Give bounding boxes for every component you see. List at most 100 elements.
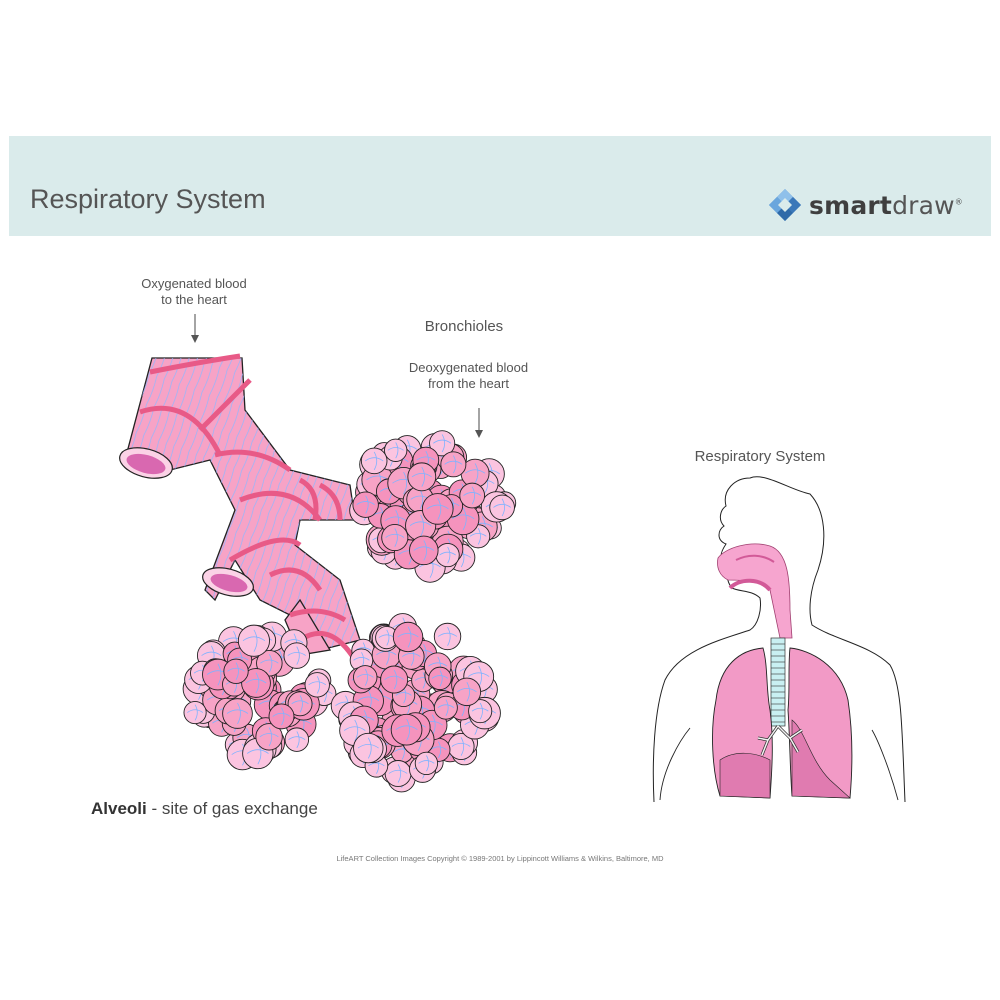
alveoli-cluster-lower-right xyxy=(330,613,501,793)
alveolus xyxy=(440,451,467,478)
capillary xyxy=(413,540,435,561)
capillary xyxy=(227,662,245,681)
body-outline xyxy=(652,476,906,803)
alveolus xyxy=(304,672,330,698)
capillary xyxy=(439,546,456,564)
alveolus xyxy=(421,493,454,525)
alveolus xyxy=(433,695,458,720)
capillary xyxy=(418,755,435,772)
capillary xyxy=(456,681,477,702)
bronchioles-label: Bronchioles xyxy=(424,318,504,335)
capillary xyxy=(287,646,306,665)
smartdraw-logo: smartdraw® xyxy=(768,187,963,223)
alveolus xyxy=(284,727,310,752)
capillary xyxy=(433,434,452,453)
capillary xyxy=(395,718,418,741)
alveolus xyxy=(268,703,295,730)
capillary xyxy=(467,665,490,688)
alveolus xyxy=(384,438,408,462)
capillary xyxy=(356,668,374,686)
right-lung-lower-lobe xyxy=(791,719,851,799)
capillary xyxy=(438,627,458,646)
capillary xyxy=(469,527,487,545)
capillary xyxy=(385,528,405,547)
trachea xyxy=(770,637,786,727)
arm-outline-right xyxy=(871,729,899,801)
alveolus xyxy=(452,677,482,707)
capillary xyxy=(444,455,463,474)
capillary xyxy=(397,626,419,648)
page-title: Respiratory System xyxy=(30,184,266,214)
capillary xyxy=(409,514,432,537)
capillary xyxy=(451,507,475,531)
capillary xyxy=(465,463,486,484)
arm-outline-left xyxy=(659,727,691,801)
capillary xyxy=(384,669,404,690)
turbinate xyxy=(735,554,775,563)
capillary xyxy=(463,486,482,505)
figure-title-label: Respiratory System xyxy=(694,448,826,465)
capillary xyxy=(388,764,408,783)
alveolus xyxy=(256,649,283,677)
capillary xyxy=(437,699,455,716)
alveolus xyxy=(223,658,249,684)
alveolus xyxy=(222,698,253,729)
capillary xyxy=(387,442,404,459)
deoxygenated-blood-label: Deoxygenated blood from the heart xyxy=(408,360,529,391)
capillary xyxy=(187,704,204,721)
capillary xyxy=(493,498,511,517)
alveolus xyxy=(468,699,493,724)
alveolus xyxy=(381,523,409,552)
left-lung-lower-lobe xyxy=(719,752,771,799)
capillary xyxy=(430,741,447,759)
copyright-notice: LifeART Collection Images Copyright © 19… xyxy=(336,854,664,863)
trachea-rings xyxy=(771,643,785,723)
palate xyxy=(728,578,772,592)
header-band: Respiratory System smartdraw® xyxy=(9,136,991,236)
capillary xyxy=(260,654,279,673)
bronchiole-lumen xyxy=(126,453,166,475)
alveolus xyxy=(390,713,423,746)
capillary xyxy=(364,451,384,471)
alveolus xyxy=(183,700,207,725)
alveolus xyxy=(241,668,271,698)
down-arrow-icon xyxy=(191,314,199,343)
alveolus xyxy=(255,723,283,751)
capillary xyxy=(357,737,379,759)
oxygenated-blood-label: Oxygenated blood to the heart xyxy=(141,276,247,307)
capillary xyxy=(259,727,279,747)
capillary xyxy=(242,629,266,652)
alveolus xyxy=(392,621,424,653)
capillary xyxy=(245,672,267,694)
alveolus xyxy=(459,482,486,509)
alveoli-cluster-lower-left xyxy=(182,621,337,771)
alveoli-caption: Alveoli - site of gas exchange xyxy=(91,799,318,818)
alveolus xyxy=(428,666,452,691)
capillary xyxy=(291,695,309,713)
smartdraw-diamond-icon xyxy=(768,189,801,221)
capillary xyxy=(226,702,249,725)
capillary xyxy=(426,497,449,520)
capillary xyxy=(431,670,449,687)
bronchiole-lumen xyxy=(210,573,248,593)
capillary xyxy=(343,719,366,742)
capillary xyxy=(272,707,291,726)
capillary xyxy=(308,676,327,694)
alveoli-cluster-upper xyxy=(349,430,517,583)
alveolus xyxy=(414,751,439,775)
capillary xyxy=(288,731,306,749)
alveolus xyxy=(429,430,456,457)
alveolus xyxy=(237,624,270,657)
alveolus xyxy=(283,642,310,669)
alveolus xyxy=(409,535,439,566)
logo-text: smartdraw® xyxy=(808,190,963,220)
capillary xyxy=(451,737,471,756)
capillary xyxy=(356,495,375,514)
alveolus xyxy=(433,622,462,651)
alveolus xyxy=(353,732,384,764)
down-arrow-icon xyxy=(475,408,483,438)
alveolus xyxy=(287,691,313,717)
alveolus xyxy=(353,665,378,690)
capillary xyxy=(471,702,489,720)
